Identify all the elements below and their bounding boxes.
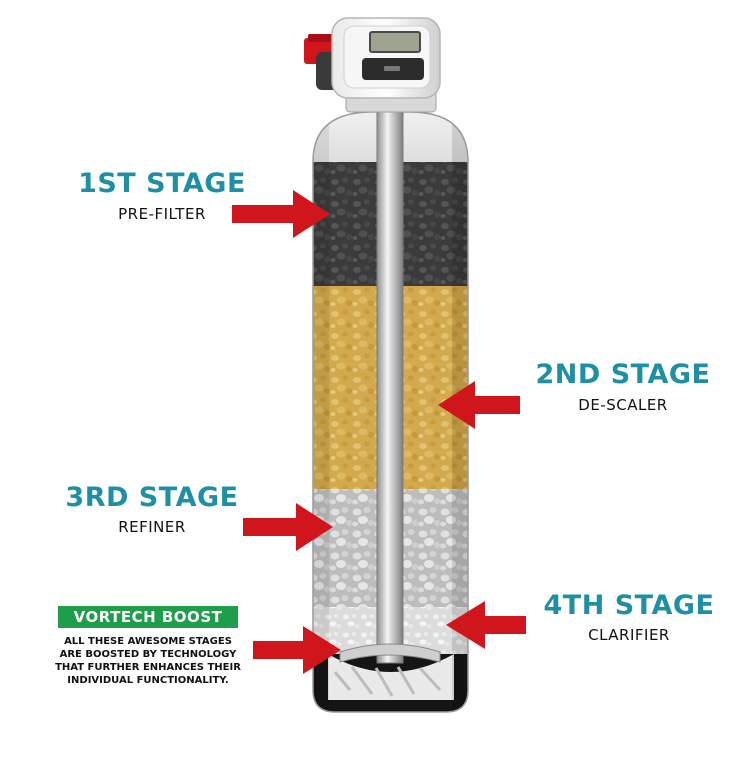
boost-line: ALL THESE AWESOME STAGES (64, 636, 232, 647)
stage-4-subtitle: CLARIFIER (588, 626, 670, 644)
boost-line: THAT FURTHER ENHANCES THEIR (55, 662, 241, 673)
vortech-boost-badge: VORTECH BOOST (58, 606, 238, 628)
arrow-stage-3 (243, 503, 333, 551)
arrow-stage-4 (446, 601, 526, 649)
stage-2-subtitle: DE-SCALER (578, 396, 668, 414)
stage-1-subtitle: PRE-FILTER (118, 205, 206, 223)
stage-3-title: 3RD STAGE (65, 482, 239, 513)
distributor-tube (376, 107, 404, 664)
control-valve (304, 17, 441, 113)
stage-2-title: 2ND STAGE (535, 359, 711, 390)
arrow-stage-2 (438, 381, 520, 429)
arrow-stage-1 (232, 190, 330, 238)
boost-line: INDIVIDUAL FUNCTIONALITY. (67, 675, 229, 686)
stage-3-subtitle: REFINER (118, 518, 186, 536)
boost-line: ARE BOOSTED BY TECHNOLOGY (59, 649, 237, 660)
stage-1-title: 1ST STAGE (78, 168, 246, 199)
vortech-boost-description: ALL THESE AWESOME STAGES ARE BOOSTED BY … (48, 635, 248, 687)
lcd-display-icon (369, 31, 421, 53)
arrow-vortech-boost (253, 626, 341, 674)
stage-4-title: 4TH STAGE (543, 590, 715, 621)
distributor-basket (339, 643, 441, 663)
